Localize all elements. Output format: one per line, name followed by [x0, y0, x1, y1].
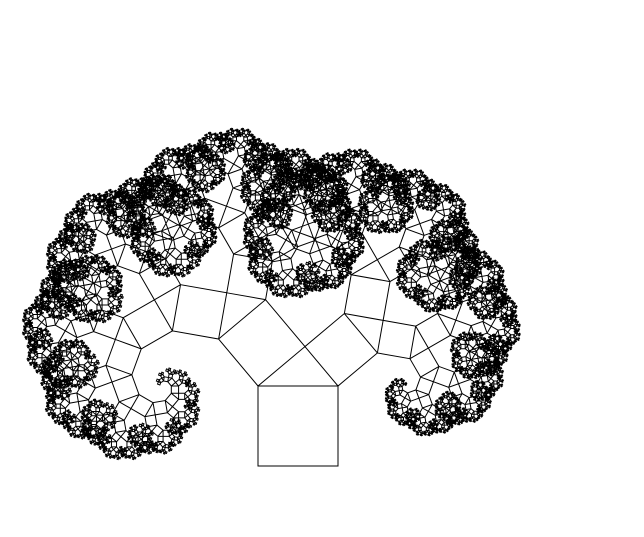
tree-square-outlines — [21, 127, 521, 467]
tree-squares — [21, 127, 521, 467]
